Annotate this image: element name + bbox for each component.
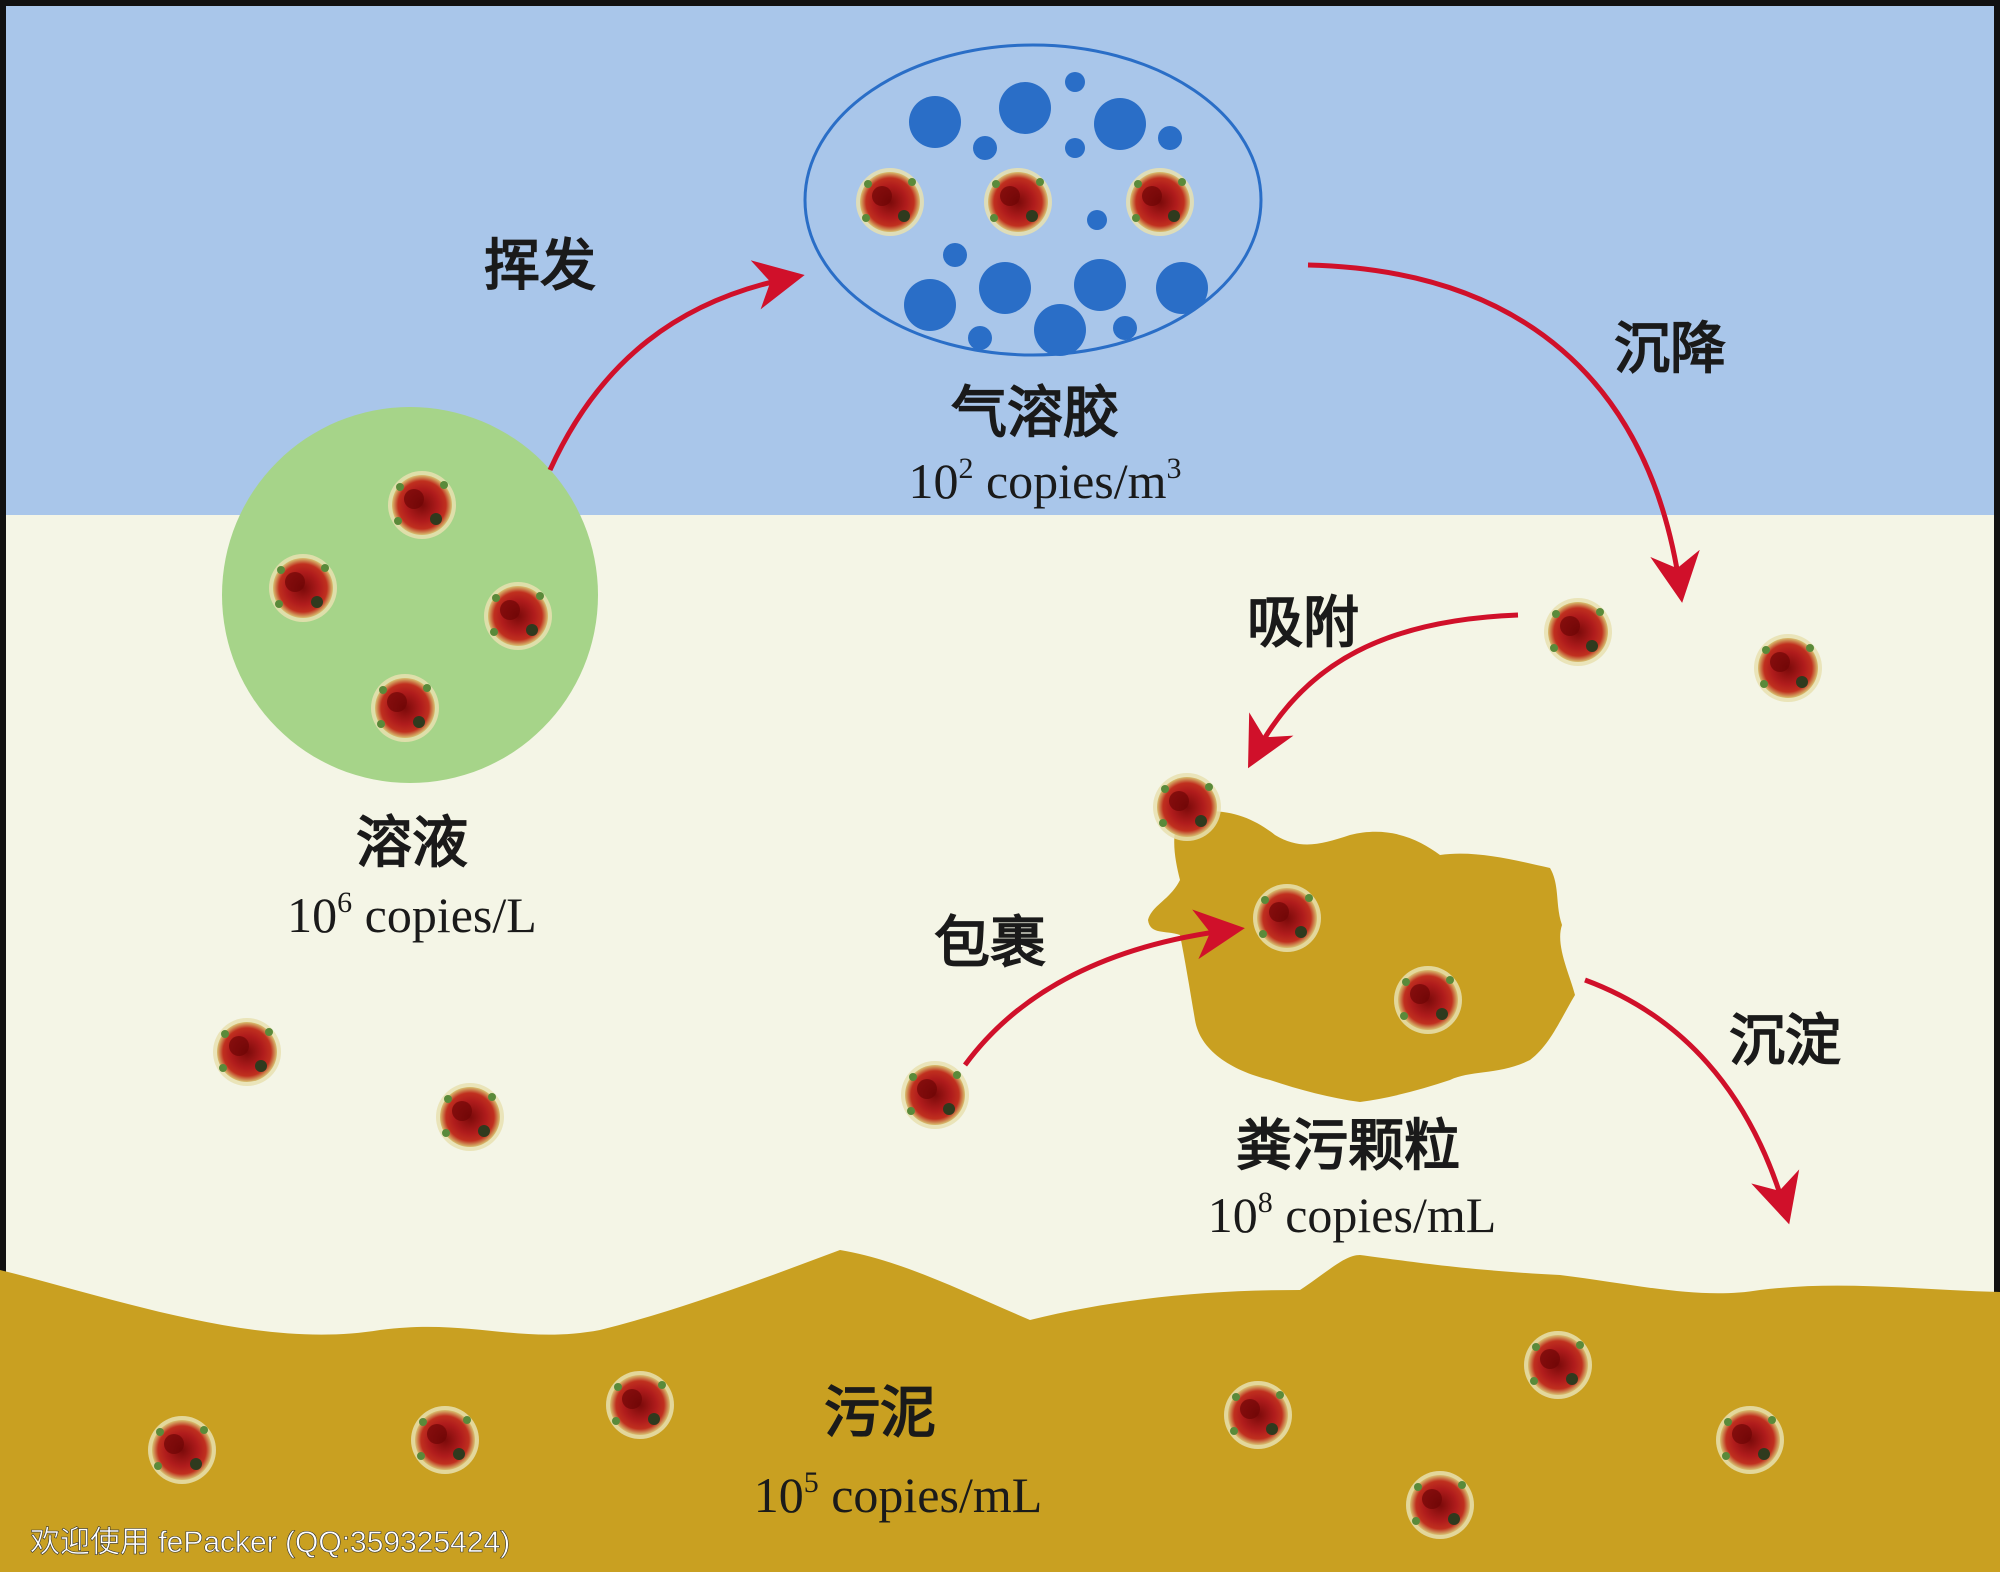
conc-unit-exponent: 3	[1167, 452, 1182, 485]
conc-base: 10	[1208, 1187, 1258, 1243]
conc-unit: copies/m	[973, 453, 1166, 509]
virus-particle	[901, 1061, 969, 1129]
virus-particle	[1524, 1331, 1592, 1399]
fecal-particle-label: 粪污颗粒	[1236, 1114, 1460, 1179]
sludge-layer	[0, 1250, 2000, 1572]
adsorb-arrow[interactable]	[1248, 612, 1519, 769]
volatilize-arrow[interactable]	[547, 260, 805, 472]
virus-particle	[1394, 966, 1462, 1034]
virus-particle	[1716, 1406, 1784, 1474]
aerosol-droplet	[1156, 262, 1208, 314]
conc-unit: copies/mL	[819, 1467, 1043, 1523]
adsorb-label: 吸附	[1247, 591, 1359, 656]
virus-particle	[856, 168, 924, 236]
virus-particle	[371, 674, 439, 742]
virus-particle	[1544, 598, 1612, 666]
conc-base: 10	[287, 887, 337, 943]
conc-exponent: 8	[1258, 1186, 1273, 1219]
aerosol-droplet	[968, 326, 992, 350]
solution-label: 溶液	[356, 811, 468, 876]
aerosol-droplet	[904, 279, 956, 331]
aerosol-droplet	[999, 82, 1051, 134]
volatilize-label: 挥发	[484, 234, 596, 299]
virus-particle	[1126, 168, 1194, 236]
aerosol-droplet	[1113, 316, 1137, 340]
aerosol-droplet	[1087, 210, 1107, 230]
aerosol-droplet	[1094, 98, 1146, 150]
solution-circle	[222, 407, 598, 783]
precipitate-label: 沉淀	[1729, 1009, 1841, 1074]
aerosol-droplet	[1065, 138, 1085, 158]
virus-particle	[148, 1416, 216, 1484]
aerosol-droplet	[943, 243, 967, 267]
aerosol-label: 气溶胶	[951, 381, 1119, 446]
virus-particle	[484, 582, 552, 650]
fecal-particle-concentration: 108 copies/mL	[1208, 1186, 1497, 1243]
aerosol-droplet	[1034, 304, 1086, 356]
conc-exponent: 2	[958, 452, 973, 485]
virus-particle	[1224, 1381, 1292, 1449]
aerosol-droplet	[1158, 126, 1182, 150]
virus-particle	[388, 471, 456, 539]
conc-unit: copies/mL	[1273, 1187, 1497, 1243]
fecal-particle-blob	[1148, 811, 1575, 1102]
settle-label: 沉降	[1614, 317, 1726, 382]
virus-particle	[606, 1371, 674, 1439]
conc-unit: copies/L	[352, 887, 537, 943]
conc-base: 10	[908, 453, 958, 509]
virus-particle	[1153, 773, 1221, 841]
virus-particle	[1754, 634, 1822, 702]
aerosol-droplets	[904, 72, 1208, 356]
aerosol-droplet	[1065, 72, 1085, 92]
virus-particle	[436, 1083, 504, 1151]
sludge-label: 污泥	[824, 1381, 936, 1446]
virus-particle	[411, 1406, 479, 1474]
settle-arrow[interactable]	[1307, 262, 1700, 603]
aerosol-droplet	[1074, 259, 1126, 311]
virus-particle	[213, 1018, 281, 1086]
aerosol-droplet	[909, 96, 961, 148]
wrap-label: 包裹	[934, 911, 1046, 976]
conc-exponent: 6	[337, 886, 352, 919]
virus-particle	[1253, 884, 1321, 952]
sludge-concentration: 105 copies/mL	[754, 1466, 1043, 1523]
aerosol-droplet	[979, 262, 1031, 314]
virus-particle	[269, 554, 337, 622]
conc-base: 10	[754, 1467, 804, 1523]
precipitate-arrow[interactable]	[1584, 977, 1800, 1225]
aerosol-ellipse	[803, 43, 1263, 357]
virus-particle	[984, 168, 1052, 236]
watermark: 欢迎使用 fePacker (QQ:359325424)	[30, 1526, 510, 1559]
solution-concentration: 106 copies/L	[287, 886, 537, 943]
aerosol-concentration: 102 copies/m3	[908, 452, 1181, 509]
wrap-arrow[interactable]	[962, 909, 1245, 1067]
virus-particle	[1406, 1471, 1474, 1539]
aerosol-droplet	[973, 136, 997, 160]
conc-exponent: 5	[804, 1466, 819, 1499]
